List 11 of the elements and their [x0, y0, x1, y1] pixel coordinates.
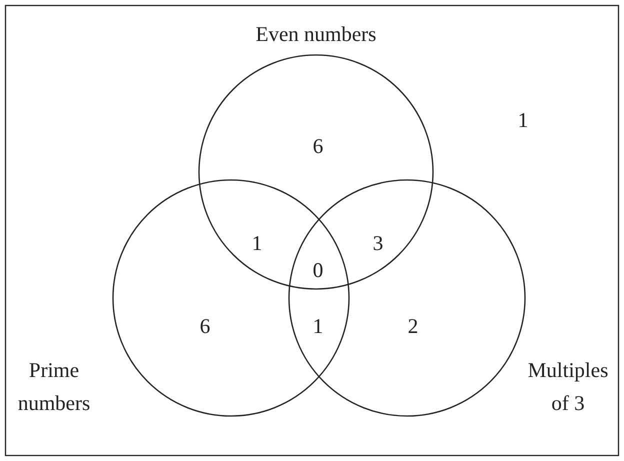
region-count: 1	[250, 230, 264, 257]
region-count: 0	[312, 257, 324, 284]
region-count: 3	[372, 230, 384, 257]
region-count: 6	[198, 313, 212, 340]
set-label: Even numbers	[254, 21, 378, 48]
region-count: 6	[312, 133, 324, 160]
set-label: Prime numbers	[16, 357, 92, 417]
region-count: 1	[516, 107, 530, 134]
region-count: 1	[312, 313, 324, 340]
region-count: 2	[406, 313, 420, 340]
set-label: Multiples of 3	[526, 357, 610, 417]
